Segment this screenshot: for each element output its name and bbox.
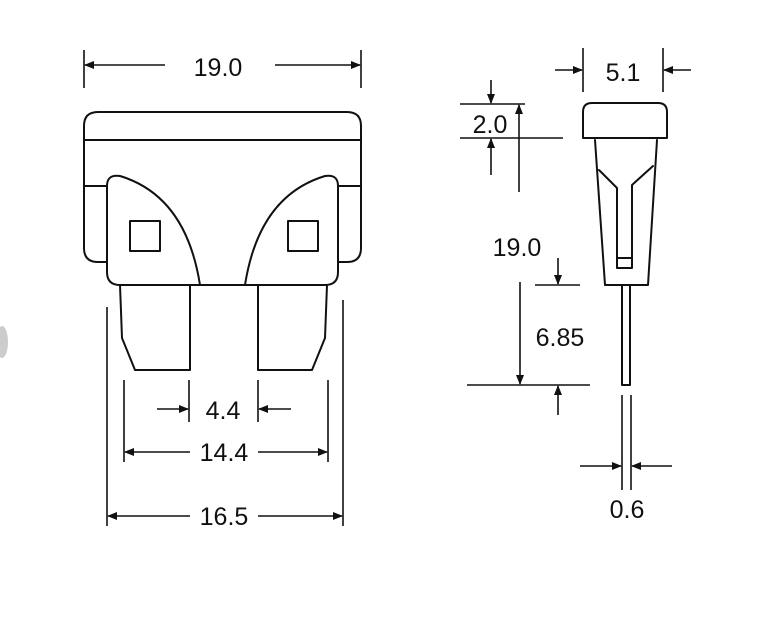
fuse-body-side: [582, 102, 668, 386]
dim-label-overall-width: 19.0: [194, 54, 243, 82]
dimension-blade-gap: 4.4: [157, 397, 291, 425]
fuse-cap: [582, 102, 668, 139]
edge-artifact: [0, 326, 8, 358]
dim-label-blade-span: 14.4: [200, 439, 249, 467]
dim-label-body-width: 16.5: [200, 503, 249, 531]
dim-label-total-height: 19.0: [493, 234, 542, 262]
dimension-blade-thickness: 0.6: [580, 395, 672, 524]
right-terminal-window: [287, 220, 319, 252]
front-view: 19.0 4.4 14.4 16.5: [83, 50, 362, 531]
blade-pin: [621, 284, 631, 386]
dimension-thickness: 5.1: [555, 48, 691, 92]
dimension-blade-length: 6.85: [467, 258, 590, 415]
dim-label-blade-thickness: 0.6: [610, 496, 645, 524]
dimension-body-width: 16.5: [107, 503, 343, 531]
dimension-blade-span: 14.4: [124, 439, 328, 467]
left-terminal-window: [129, 220, 161, 252]
fuse-body-front: [83, 111, 362, 371]
right-blade: [257, 284, 328, 371]
dim-label-thickness: 5.1: [606, 59, 641, 87]
dim-label-blade-gap: 4.4: [206, 397, 241, 425]
dimension-overall-width: 19.0: [83, 50, 362, 88]
dim-label-cap-height: 2.0: [473, 111, 508, 139]
left-blade: [119, 284, 191, 371]
dimension-cap-height: 2.0: [460, 80, 563, 192]
side-view: 5.1 2.0 19.0 6.85 0.6: [460, 48, 691, 524]
dim-label-blade-length: 6.85: [536, 324, 585, 352]
